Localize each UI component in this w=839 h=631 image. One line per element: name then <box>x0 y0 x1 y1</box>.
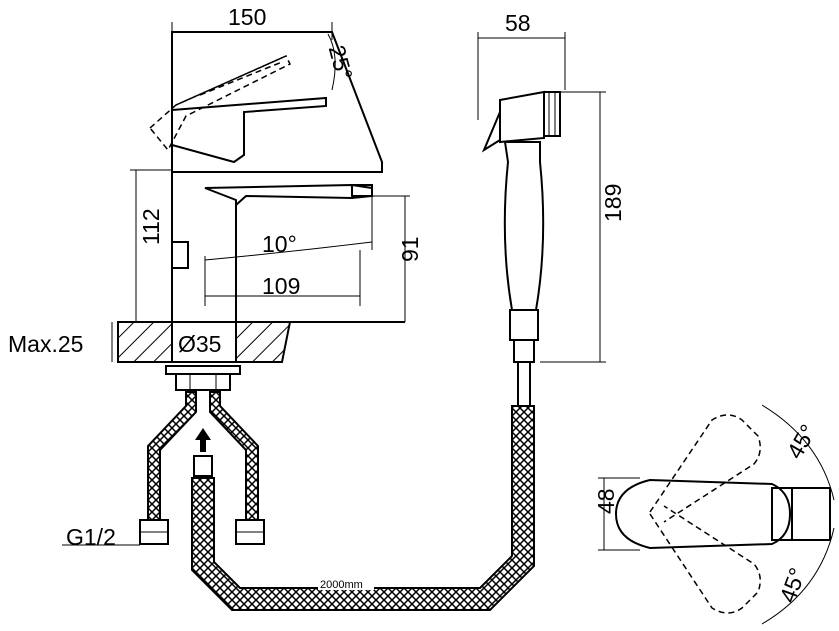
mixer-faucet: 150 25° 112 10° <box>8 4 535 611</box>
flow-arrow <box>195 428 211 452</box>
faucet-body <box>171 31 383 173</box>
label-shower-width: 58 <box>505 10 531 36</box>
label-handle-width: 48 <box>593 488 619 514</box>
dim-handle-width: 48 <box>593 477 640 551</box>
shower-hose <box>191 405 535 611</box>
label-max-counter: Max.25 <box>8 331 83 357</box>
mounting-nut <box>165 365 241 375</box>
faucet-lever <box>171 96 327 164</box>
dim-spout-reach: 109 <box>204 250 361 306</box>
label-body-height: 112 <box>138 208 164 245</box>
supply-hose-left <box>147 391 197 521</box>
dim-shower-height: 189 <box>540 91 626 363</box>
handle-rotated-down <box>649 505 761 614</box>
shower-handle <box>503 141 545 311</box>
label-rotate-bottom: 45° <box>774 564 810 606</box>
hand-shower: 58 189 <box>477 10 626 407</box>
label-width-top: 150 <box>228 4 266 30</box>
shower-handle-end <box>509 309 539 341</box>
handle-top-view: 48 45° 45° <box>593 404 835 625</box>
counter-section <box>117 321 173 363</box>
label-hole-diameter: Ø35 <box>178 331 221 357</box>
spout-aerator <box>351 184 373 197</box>
label-thread: G1/2 <box>66 524 116 550</box>
label-spout-angle: 10° <box>262 231 297 257</box>
label-shower-height: 189 <box>600 184 626 222</box>
label-hose-length: 2000mm <box>320 579 363 591</box>
faucet-spout <box>204 183 373 208</box>
label-lever-angle: 25° <box>324 42 358 82</box>
handle-outline <box>614 478 792 550</box>
label-spout-height: 91 <box>397 236 423 262</box>
label-rotate-top: 45° <box>781 420 821 463</box>
dim-body-height: 112 <box>130 169 172 322</box>
shower-head <box>499 90 545 144</box>
dim-spout-height: 91 <box>372 195 423 322</box>
label-spout-reach: 109 <box>262 273 300 299</box>
side-cap <box>171 241 189 269</box>
dim-shower-width: 58 <box>477 10 566 120</box>
dim-width-top: 150 <box>171 4 333 40</box>
supply-hose-right <box>209 391 259 521</box>
handle-rotated-up <box>649 414 761 523</box>
